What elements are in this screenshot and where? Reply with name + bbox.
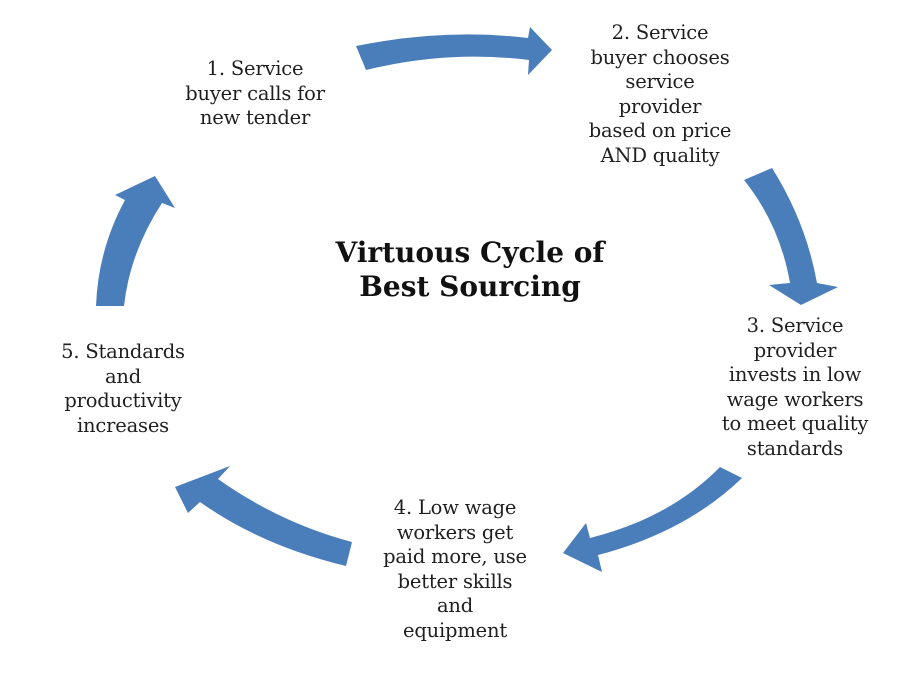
step-3-line: to meet quality	[721, 412, 869, 435]
step-4-line: better skills	[397, 569, 513, 593]
curved-arrow-down-left-icon	[563, 467, 742, 572]
title-line-1: Virtuous Cycle of	[335, 236, 605, 269]
step-3-line: standards	[746, 436, 844, 460]
step-5: 5. Standards and productivity increases	[28, 340, 218, 438]
step-1-line: buyer calls for	[185, 81, 325, 105]
step-4-line: 4. Low wage	[393, 496, 517, 519]
step-3-line: provider	[753, 338, 837, 362]
step-4-line: equipment	[403, 618, 507, 642]
step-3-line: 3. Service	[746, 314, 844, 337]
step-4: 4. Low wage workers get paid more, use b…	[350, 496, 560, 643]
step-4-line: and	[436, 594, 474, 617]
step-1-line: 1. Service	[206, 57, 304, 80]
curved-arrow-down-icon	[744, 168, 838, 305]
step-3-line: wage workers	[726, 387, 864, 411]
step-1-line: new tender	[199, 106, 311, 129]
step-2-line: buyer chooses	[590, 45, 730, 69]
curved-arrow-up-icon	[96, 176, 175, 306]
step-2-line: AND quality	[600, 143, 720, 167]
step-2-line: 2. Service	[611, 21, 709, 44]
step-3: 3. Service provider invests in low wage …	[690, 314, 900, 461]
curved-arrow-up-left-icon	[175, 466, 352, 566]
step-3-line: invests in low	[728, 363, 862, 386]
step-4-line: workers get	[396, 520, 514, 544]
step-5-line: 5. Standards	[61, 340, 185, 363]
step-5-line: productivity	[64, 389, 182, 412]
step-4-line: paid more, use	[383, 545, 527, 568]
step-2: 2. Service buyer chooses service provide…	[555, 21, 765, 168]
step-5-line: and	[104, 364, 142, 388]
step-2-line: provider	[618, 94, 702, 118]
diagram-title: Virtuous Cycle of Best Sourcing	[290, 236, 650, 304]
step-5-line: increases	[77, 413, 169, 437]
title-line-2: Best Sourcing	[359, 270, 581, 303]
curved-arrow-right-icon	[356, 27, 552, 75]
step-2-line: based on price	[588, 119, 732, 142]
step-2-line: service	[625, 70, 695, 93]
step-1: 1. Service buyer calls for new tender	[160, 57, 350, 131]
